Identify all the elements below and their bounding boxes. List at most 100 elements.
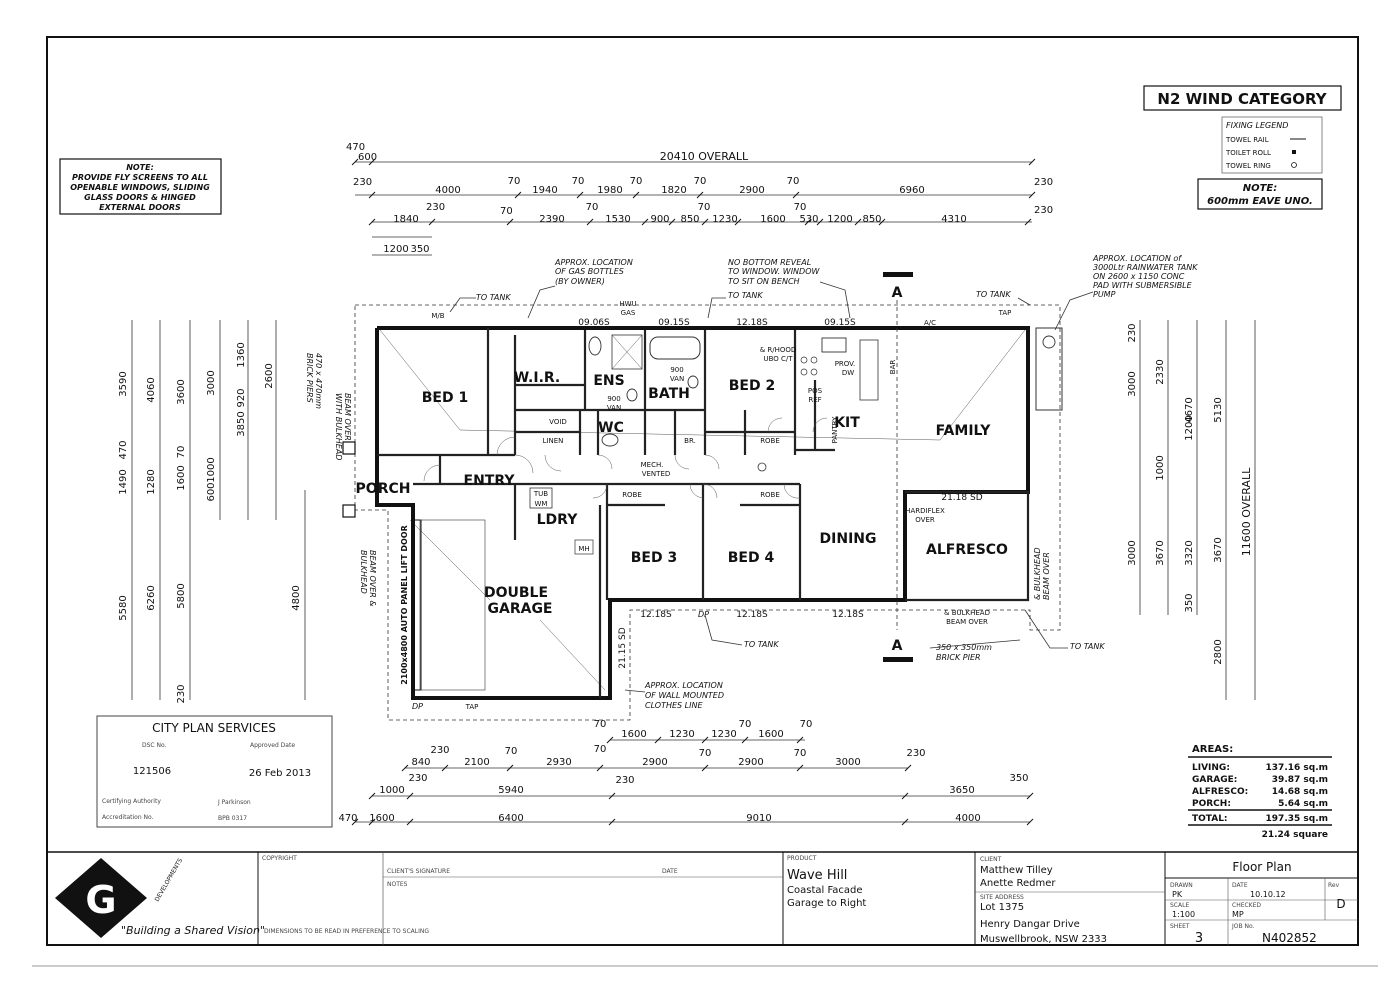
dim-label: 1000 <box>1155 455 1166 480</box>
dim-tick <box>796 764 804 772</box>
fixture-label: BEAM OVER <box>946 618 988 626</box>
fixture-label: WM <box>535 500 548 508</box>
dim-label: 230 <box>353 177 372 188</box>
dim-label: 3000 <box>206 370 217 395</box>
dim-label: 1600 <box>621 729 646 740</box>
dim-label: 70 <box>505 746 518 757</box>
dim-label: 530 <box>799 214 818 225</box>
annotation: & BULKHEAD <box>1033 547 1042 600</box>
dim-tick <box>351 818 359 826</box>
fly-screen-note-line: OPENABLE WINDOWS, SLIDING <box>70 183 210 192</box>
product-label: PRODUCT <box>787 855 817 862</box>
dim-label: 2800 <box>1213 639 1224 664</box>
fly-screen-note: NOTE: PROVIDE FLY SCREENS TO ALL OPENABL… <box>59 158 222 215</box>
annotation: TO SIT ON BENCH <box>728 277 800 286</box>
date-label: DATE <box>1232 882 1248 889</box>
fixture-label: & BULKHEAD <box>944 609 990 617</box>
fixture-label: PROV. <box>835 360 856 368</box>
dim-label: 850 <box>862 214 881 225</box>
annotation: TO WINDOW. WINDOW <box>728 267 820 276</box>
dim-label: 350 <box>410 244 429 255</box>
dim-tick <box>701 736 709 744</box>
dim-label: 1280 <box>146 469 157 494</box>
areas-title: AREAS: <box>1192 744 1233 755</box>
dim-label: 230 <box>906 748 925 759</box>
annotation: 470 x 470mm <box>314 353 323 409</box>
annotation: 350 x 350mm <box>936 643 992 652</box>
room-label-alfresco: ALFRESCO <box>926 542 1008 558</box>
room-label-entry: ENTRY <box>464 473 516 489</box>
dim-label: 2900 <box>739 185 764 196</box>
sheet-border <box>46 36 1359 946</box>
fixture-label: VOID <box>549 418 567 426</box>
dim-tick <box>1026 818 1034 826</box>
window-code: 09.06S <box>578 318 610 328</box>
window-code: 21.15 SD <box>618 627 628 668</box>
areas-table: AREAS: LIVING: 137.16 sq.m GARAGE: 39.87… <box>1188 744 1332 840</box>
fixture-label: OVER <box>915 516 935 524</box>
client-name: Anette Redmer <box>980 878 1056 889</box>
dim-label: 3590 <box>118 371 129 396</box>
area-label: GARAGE: <box>1192 775 1237 785</box>
date-label: DATE <box>662 868 678 875</box>
sheet-number: 3 <box>1195 931 1203 946</box>
dim-label: 3670 <box>1155 540 1166 565</box>
dim-label: 70 <box>594 744 607 755</box>
dim-label: 3000 <box>835 757 860 768</box>
dim-tick <box>1028 191 1036 199</box>
window-code: 12.18S <box>736 610 768 620</box>
dim-label: 1230 <box>669 729 694 740</box>
fixture-label: ROBE <box>760 491 780 499</box>
dim-label: 900 <box>650 214 669 225</box>
product-name: Wave Hill <box>787 868 847 883</box>
dim-tick <box>576 191 584 199</box>
stamp-dsc-number: 121506 <box>133 766 171 777</box>
room-label-dining: DINING <box>820 531 877 547</box>
stamp-date: 26 Feb 2013 <box>249 768 311 779</box>
dim-tick <box>368 191 376 199</box>
section-label: A <box>892 285 903 301</box>
room-label-ens: ENS <box>593 373 624 389</box>
annotation: BRICK PIER <box>936 653 981 662</box>
dim-label: 4670 <box>1184 397 1195 422</box>
dim-label: 2930 <box>546 757 571 768</box>
annotation: BEAM OVER <box>1042 552 1051 600</box>
garage-door-label: 2100x4800 AUTO PANEL LIFT DOOR <box>400 525 409 685</box>
dimension-note: DIMENSIONS TO BE READ IN PREFERENCE TO S… <box>264 928 429 935</box>
fly-screen-note-label: NOTE: <box>126 163 154 172</box>
dim-tick <box>901 818 909 826</box>
window-code: 12.18S <box>832 610 864 620</box>
area-label: PORCH: <box>1192 799 1231 809</box>
dim-label: 1600 <box>760 214 785 225</box>
site-town: Muswellbrook, NSW 2333 <box>980 934 1107 945</box>
dim-label: 1600 <box>758 729 783 740</box>
fixture-label: VAN <box>670 375 684 383</box>
annotation: DP <box>698 610 709 619</box>
product-facade: Coastal Facade <box>787 885 863 896</box>
dim-tick <box>701 764 709 772</box>
dim-label: 2330 <box>1155 359 1166 384</box>
site-address-label: SITE ADDRESS <box>980 894 1024 901</box>
dim-tick <box>668 218 676 226</box>
checked-label: CHECKED <box>1232 902 1261 909</box>
room-label-wc: WC <box>598 420 624 436</box>
annotation: APPROX. LOCATION <box>644 681 723 690</box>
dim-tick <box>586 218 594 226</box>
dim-tick <box>654 736 662 744</box>
stamp-certifier: J Parkinson <box>217 799 251 806</box>
dim-label: 850 <box>680 214 699 225</box>
annotation: TO TANK <box>1070 642 1105 651</box>
dim-tick <box>904 764 912 772</box>
dim-label: 3000 <box>1127 371 1138 396</box>
section-label: A <box>892 638 903 654</box>
eave-note-box: NOTE: 600mm EAVE UNO. <box>1197 178 1323 210</box>
revision: D <box>1336 897 1345 911</box>
area-value: 14.68 sq.m <box>1272 787 1328 797</box>
logo-brand: DEVELOPMENTS <box>154 857 185 903</box>
dim-label: 4800 <box>291 585 302 610</box>
dim-label: 1230 <box>711 729 736 740</box>
scale: 1:100 <box>1172 910 1195 919</box>
dim-label: 1230 <box>712 214 737 225</box>
fixture-label: TAP <box>465 703 479 711</box>
fixing-legend-item: TOILET ROLL <box>1225 149 1271 157</box>
